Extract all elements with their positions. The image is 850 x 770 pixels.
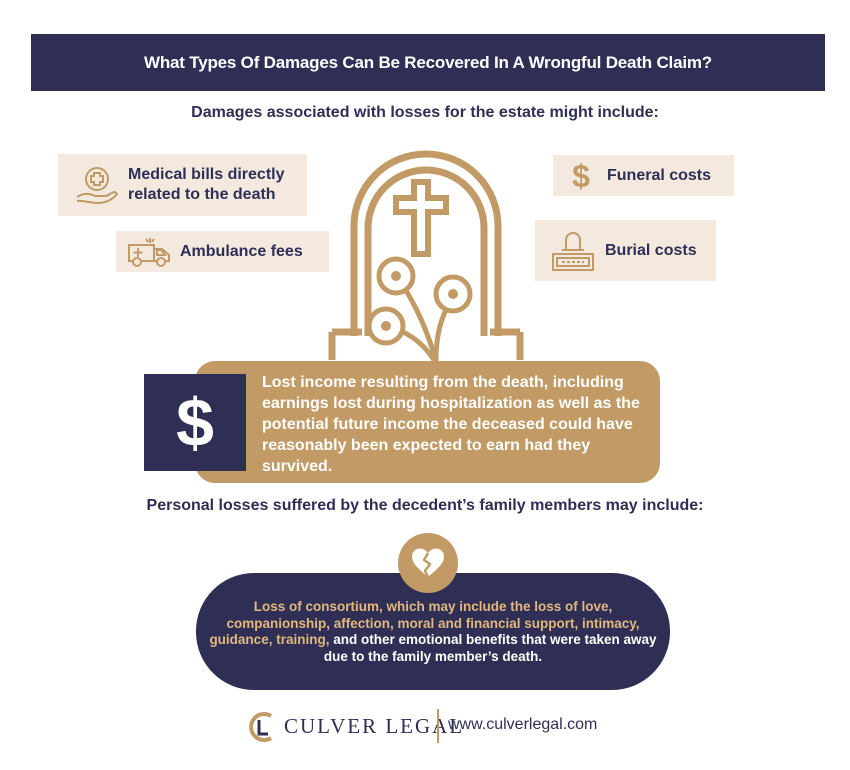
consortium-highlight: Loss of consortium, which may include th…	[209, 599, 640, 647]
culver-legal-logo-icon	[249, 712, 273, 742]
consortium-text: Loss of consortium, which may include th…	[206, 599, 660, 665]
footer-divider	[437, 709, 439, 743]
medical-bills-item: Medical bills directly related to the de…	[58, 154, 307, 216]
burial-costs-label: Burial costs	[605, 241, 697, 259]
ambulance-fees-label: Ambulance fees	[180, 242, 303, 260]
dollar-icon: $	[144, 374, 246, 471]
grave-icon	[547, 228, 599, 274]
tombstone-cross-icon	[328, 150, 524, 362]
burial-costs-item: Burial costs	[535, 220, 716, 281]
medical-hand-icon	[72, 163, 122, 207]
lost-income-text: Lost income resulting from the death, in…	[262, 374, 640, 475]
ambulance-icon	[124, 235, 174, 269]
medical-bills-label-line2: related to the death	[128, 186, 276, 203]
estate-heading: Damages associated with losses for the e…	[191, 104, 659, 121]
lost-income-panel	[195, 361, 660, 483]
ambulance-fees-item: Ambulance fees	[116, 231, 329, 272]
page-title: What Types Of Damages Can Be Recovered I…	[31, 34, 825, 91]
medical-bills-label-line1: Medical bills directly	[128, 166, 285, 183]
svg-text:$: $	[572, 159, 590, 193]
family-heading: Personal losses suffered by the decedent…	[146, 497, 704, 514]
broken-heart-icon	[398, 533, 458, 593]
consortium-rest: and other emotional benefits that were t…	[323, 632, 657, 664]
brand-name: CULVER LEGAL	[284, 714, 465, 738]
website-link[interactable]: www.culverlegal.com	[448, 716, 598, 733]
dollar-icon: $	[561, 159, 601, 193]
funeral-costs-label: Funeral costs	[607, 166, 712, 184]
funeral-costs-item: $ Funeral costs	[553, 155, 734, 196]
